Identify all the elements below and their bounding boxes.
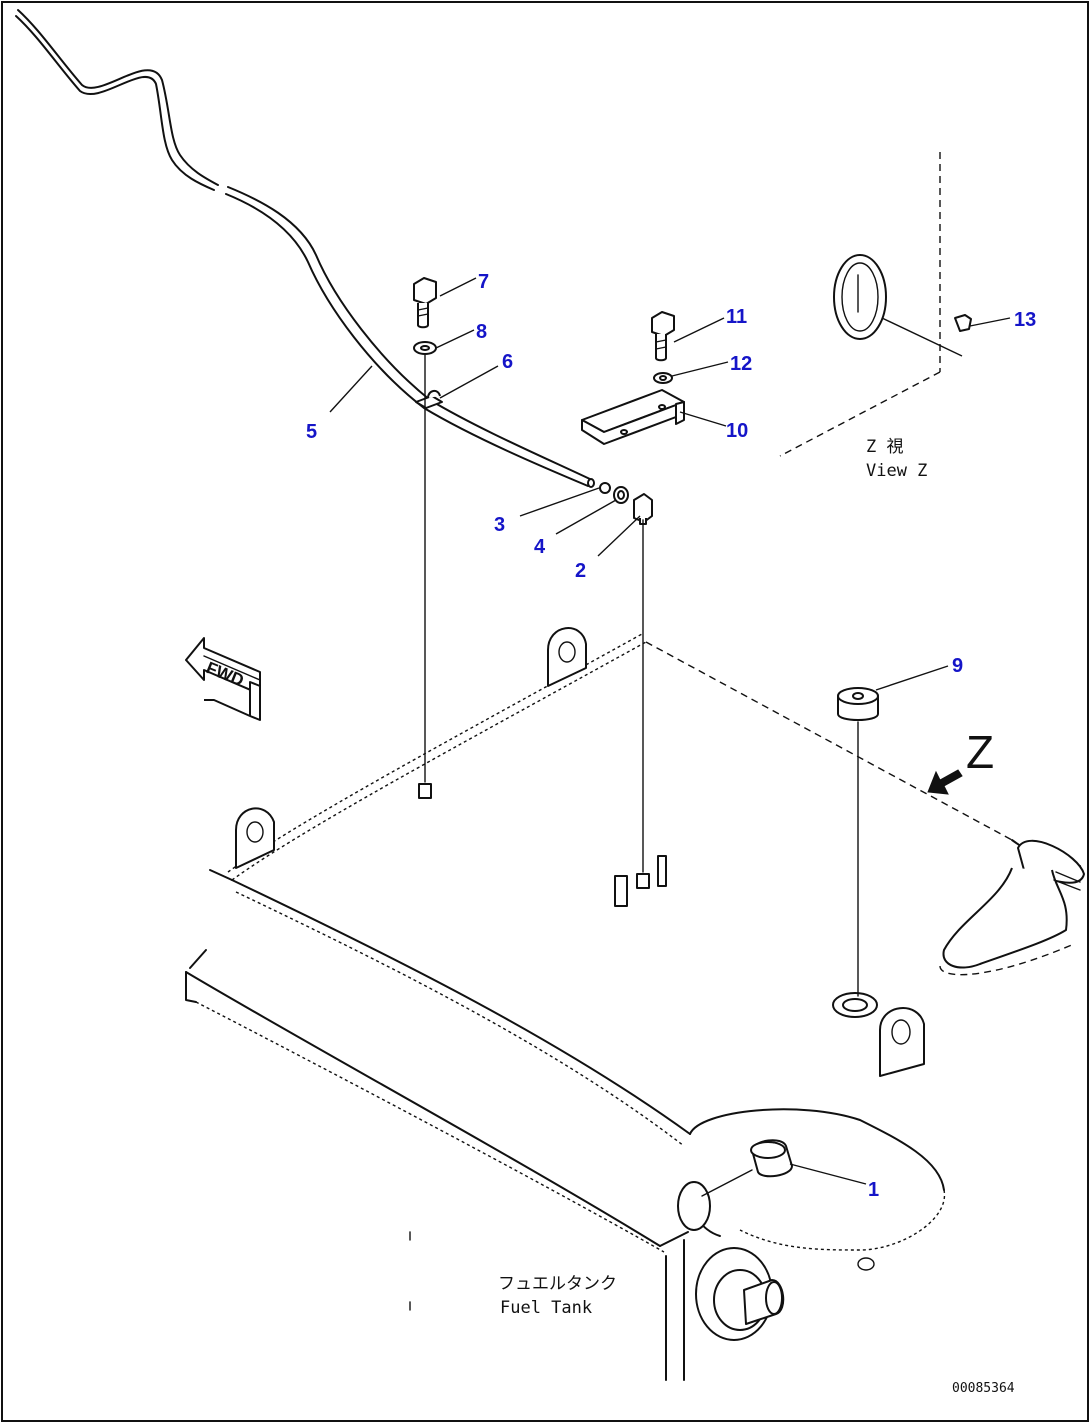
tube-part-5 <box>15 9 595 488</box>
callout-1: 1 <box>868 1179 879 1201</box>
callout-4: 4 <box>534 536 546 558</box>
fuel-tank <box>185 627 1085 1381</box>
callout-12: 12 <box>730 353 752 375</box>
callout-8: 8 <box>476 321 487 343</box>
fuel-tank-label-en: Fuel Tank <box>500 1298 592 1318</box>
cap-part-1 <box>701 1139 793 1197</box>
view-arrow-letter: Z <box>966 726 994 778</box>
callout-3: 3 <box>494 514 505 536</box>
callout-7: 7 <box>478 271 489 293</box>
fitting-assembly <box>599 482 653 889</box>
view-z-label-en: View Z <box>866 461 927 481</box>
view-z-label-jp: Z 視 <box>866 437 903 457</box>
fuel-tank-label-jp: フュエルタンク <box>498 1274 617 1294</box>
view-z-arrow: Z <box>927 726 994 795</box>
view-z-inset <box>779 152 972 457</box>
callout-6: 6 <box>502 351 513 373</box>
callout-13: 13 <box>1014 309 1036 331</box>
callout-10: 10 <box>726 420 748 442</box>
callout-labels: 1 2 3 4 5 6 7 8 9 10 11 12 13 <box>306 271 1036 1201</box>
callout-2: 2 <box>575 560 586 582</box>
callout-9: 9 <box>952 655 963 677</box>
leader-lines <box>329 277 1011 1185</box>
clamp-bolt-assembly <box>413 277 685 799</box>
drawing-number: 00085364 <box>952 1381 1015 1396</box>
cap-part-9 <box>837 687 879 997</box>
callout-11: 11 <box>726 306 747 328</box>
callout-5: 5 <box>306 421 317 443</box>
fwd-arrow-icon: FWD <box>185 637 261 721</box>
